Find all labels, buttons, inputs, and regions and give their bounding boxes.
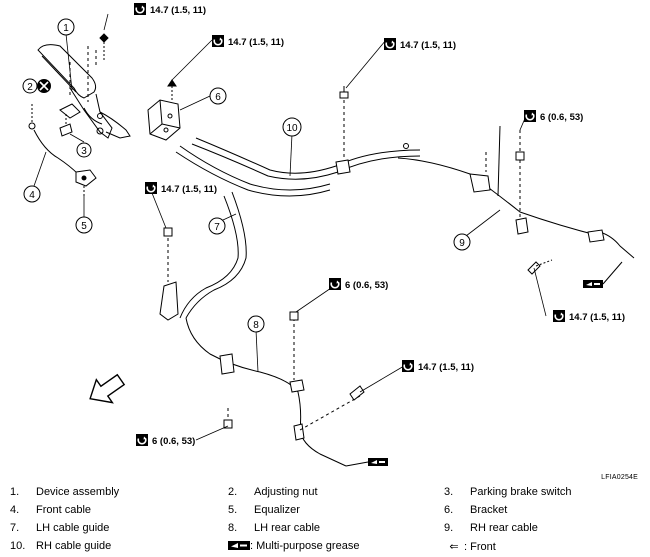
bracket <box>147 79 181 141</box>
grease-icon <box>228 541 250 550</box>
svg-text:6: 6 <box>215 92 221 103</box>
callout-8: 8 <box>247 315 265 333</box>
lh-rear-cable <box>185 311 365 467</box>
legend-item: 10.RH cable guide <box>10 540 112 552</box>
svg-text:8: 8 <box>253 320 259 331</box>
legend: 1.Device assembly 2.Adjusting nut 3.Park… <box>0 484 650 557</box>
rh-cable-guide <box>175 86 421 197</box>
legend-item: 2.Adjusting nut <box>228 486 318 498</box>
torque-label-g: 14.7 (1.5, 11) <box>552 309 625 323</box>
device-assembly <box>37 44 131 139</box>
rh-rear-cable <box>397 125 635 275</box>
front-cable <box>33 129 97 196</box>
callout-2: 2 <box>22 78 38 94</box>
legend-item: 9.RH rear cable <box>444 522 538 534</box>
figure-id: LFIA0254E <box>601 474 638 481</box>
torque-label-b: 14.7 (1.5, 11) <box>211 34 284 48</box>
legend-item: 1.Device assembly <box>10 486 120 498</box>
callout-7: 7 <box>208 217 226 235</box>
svg-text:6 (0.6, 53): 6 (0.6, 53) <box>152 436 195 447</box>
svg-text:14.7 (1.5, 11): 14.7 (1.5, 11) <box>228 37 284 48</box>
svg-text:6 (0.6, 53): 6 (0.6, 53) <box>540 112 583 123</box>
svg-text:3: 3 <box>81 146 87 157</box>
torque-label-a: 14.7 (1.5, 11) <box>133 2 206 16</box>
callout-6: 6 <box>209 87 227 105</box>
svg-text:4: 4 <box>29 190 35 201</box>
torque-label-h: 14.7 (1.5, 11) <box>401 359 474 373</box>
bolt-top <box>99 33 109 60</box>
svg-text:14.7 (1.5, 11): 14.7 (1.5, 11) <box>161 184 217 195</box>
callout-3: 3 <box>76 142 92 158</box>
legend-grease: : Multi-purpose grease <box>228 540 359 552</box>
legend-item: 6.Bracket <box>444 504 508 516</box>
callout-5: 5 <box>75 216 93 234</box>
legend-item: 3.Parking brake switch <box>444 486 572 498</box>
svg-text:9: 9 <box>459 238 465 249</box>
svg-text:14.7 (1.5, 11): 14.7 (1.5, 11) <box>400 40 456 51</box>
svg-text:5: 5 <box>81 221 87 232</box>
legend-item: 4.Front cable <box>10 504 92 516</box>
callout-1: 1 <box>57 18 75 36</box>
torque-label-i: 6 (0.6, 53) <box>135 433 195 447</box>
torque-label-d: 6 (0.6, 53) <box>523 109 583 123</box>
svg-text:14.7 (1.5, 11): 14.7 (1.5, 11) <box>569 312 625 323</box>
svg-text:1: 1 <box>63 23 69 34</box>
front-direction-arrow <box>89 373 126 404</box>
parking-brake-diagram: 1 2 3 4 5 6 7 8 9 10 14.7 (1.5, 11) <box>22 2 635 467</box>
torque-label-c: 14.7 (1.5, 11) <box>383 37 456 51</box>
callout-9: 9 <box>453 233 471 251</box>
grease-marker-rh <box>583 261 623 288</box>
parking-brake-switch <box>59 114 73 137</box>
legend-front: ⇐: Front <box>444 540 495 553</box>
svg-text:14.7 (1.5, 11): 14.7 (1.5, 11) <box>150 5 206 16</box>
torque-label-e: 14.7 (1.5, 11) <box>144 181 217 195</box>
svg-text:14.7 (1.5, 11): 14.7 (1.5, 11) <box>418 362 474 373</box>
legend-item: 8.LH rear cable <box>228 522 321 534</box>
callout-10: 10 <box>282 117 302 137</box>
torque-label-f: 6 (0.6, 53) <box>328 277 388 291</box>
front-arrow-icon: ⇐ <box>449 541 459 553</box>
legend-item: 7.LH cable guide <box>10 522 110 534</box>
adjusting-nut <box>28 79 51 130</box>
svg-text:2: 2 <box>27 82 33 93</box>
legend-item: 5.Equalizer <box>228 504 300 516</box>
callout-4: 4 <box>23 185 41 203</box>
svg-text:6 (0.6, 53): 6 (0.6, 53) <box>345 280 388 291</box>
svg-text:10: 10 <box>286 123 298 134</box>
svg-text:7: 7 <box>214 222 220 233</box>
grease-marker-lh <box>345 458 388 467</box>
lh-cable-guide <box>159 191 247 321</box>
